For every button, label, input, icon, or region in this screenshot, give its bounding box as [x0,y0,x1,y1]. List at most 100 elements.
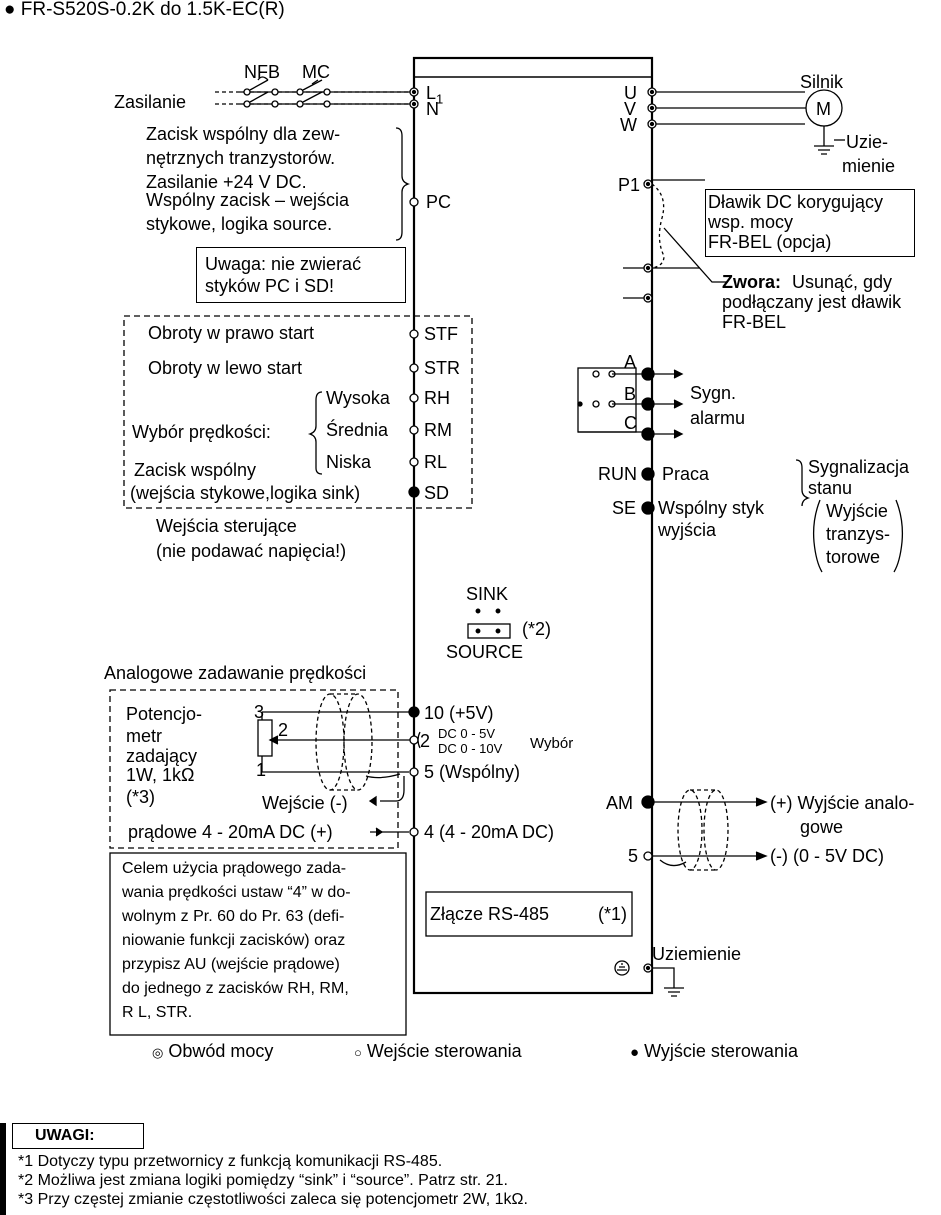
earth-terminal [614,960,684,997]
terminal-c-label: C [624,413,637,433]
terminal-rl-label: RL [424,452,448,472]
current-range-label: prądowe 4 - 20mA DC (+) [128,822,333,842]
jumper-pointer [663,227,728,283]
terminal-5-label: 5 (Wspólny) [424,762,521,782]
pc-desc-5: stykowe, logika source. [146,214,333,234]
potentiometer [257,711,410,773]
legend-power: ◎ Obwód mocy [152,1041,274,1061]
terminal-u-label: U [624,83,637,103]
pot-line-1: Potencjo- [126,704,203,724]
current-note-line: niowanie funkcji zacisków) oraz [122,932,346,949]
pc-warning-2: styków PC i SD! [205,276,335,296]
jumper-line-1: Usunąć, gdy [792,272,893,292]
terminal-b-label: B [624,384,637,404]
analog-terminals [408,706,421,837]
terminal-stf-label: STF [424,324,458,344]
reactor-lines [652,179,705,269]
output-terminal-icon: ● [630,1044,640,1061]
rs485-label: Złącze RS-485 [430,904,550,924]
terminal-n-label: N [426,99,439,119]
terminal-v-label: V [624,99,637,119]
transistor-label-a: Wyjście [826,501,888,521]
pot-line-4: 1W, 1kΩ [126,765,195,785]
terminal-l1-label: L1 [426,83,444,107]
jumper-dashed [651,183,665,269]
terminal-pc [409,197,419,207]
motor-label: Silnik [800,72,844,92]
note-2: *2 Możliwa jest zmiana logiki pomiędzy “… [18,1172,508,1189]
transistor-brace [812,499,823,573]
motor-earth [814,126,834,155]
analog-box [109,689,399,849]
page-header: ● FR-S520S-0.2K do 1.5K-EC(R) [4,0,285,20]
motor-lines [647,87,810,129]
legend-output: ● Wyjście sterowania [630,1041,798,1061]
note-1: *1 Dotyczy typu przetwornicy z funkcją k… [18,1153,443,1170]
inverter-body [412,56,654,995]
terminal-sd-label: SD [424,483,450,503]
alarm-contacts [577,367,648,433]
current-note-line: do jednego z zacisków RH, RM, [122,980,349,997]
current-note-line: przypisz AU (wejście prądowe) [122,956,340,973]
am-plus-label-a: (+) Wyjście analo- [770,793,915,813]
logic-note: (*2) [522,619,552,639]
sink-label: SINK [466,584,509,604]
run-desc: Praca [662,464,710,484]
pot-line-2: metr [126,726,162,746]
input-terminals [408,329,420,498]
terminal-w-label: W [620,115,637,135]
mc-contactor [296,79,331,108]
se-desc-b: wyjścia [658,520,717,540]
status-label-a: Sygnalizacja [808,457,910,477]
input-terminal-icon: ○ [354,1045,362,1060]
status-label-b: stanu [808,478,853,498]
control-input-box [123,315,473,509]
terminal-pc-label: PC [426,192,452,212]
terminal-rh-label: RH [424,388,450,408]
am-output [641,789,768,871]
supply-label: Zasilanie [114,92,187,112]
speed-select-label: Wybór prędkości: [132,422,271,442]
speed-low-label: Niska [326,452,372,472]
power-circuit-icon: ◎ [152,1045,164,1060]
nfb-label: NFB [244,62,280,82]
ground-label: Uziemienie [652,944,742,964]
control-inputs-label-b: (nie podawać napięcia!) [156,541,347,561]
rs485-note: (*1) [598,904,628,924]
transistor-label-b: tranzys- [826,524,891,544]
notes-bar [0,1123,6,1215]
speed-mid-label: Średnia [326,420,389,440]
mc-label: MC [302,62,330,82]
terminal-2-label: 2 [420,731,431,751]
alarm-label-a: Sygn. [690,383,737,403]
shield-cable [315,693,373,791]
pot-pin-3: 3 [254,702,265,722]
reactor-box: Dławik DC korygujący wsp. mocy FR-BEL (o… [705,189,915,257]
pc-desc-3: Zasilanie +24 V DC. [146,172,307,192]
current-note: Celem użycia prądowego zada- wania prędk… [110,853,406,1035]
current-note-box [109,852,407,1036]
dc-5v-option: DC 0 - 5V [438,726,496,741]
terminal-4-label: 4 (4 - 20mA DC) [424,822,555,842]
pc-desc-4: Wspólny zacisk – wejścia [146,190,350,210]
reactor-line-3: FR-BEL (opcja) [708,232,832,252]
terminal-rm-label: RM [424,420,452,440]
alarm-label-b: alarmu [690,408,746,428]
input-rev-label: Obroty w lewo start [148,358,303,378]
nfb-breaker [243,76,279,108]
pc-warning-1: Uwaga: nie zwierać [205,254,362,274]
am-plus-label-b: gowe [800,817,844,837]
current-input-line [368,795,377,807]
status-brace [795,459,811,507]
se-desc-a: Wspólny styk [658,498,765,518]
terminal-p1-label: P1 [618,175,641,195]
input-fwd-label: Obroty w prawo start [148,323,315,343]
logic-jumper [467,608,511,639]
current-input-label: Wejście (-) [262,793,348,813]
terminal-a-label: A [624,352,637,372]
speed-high-label: Wysoka [326,388,390,408]
current-note-line: wolnym z Pr. 60 do Pr. 63 (defi- [122,908,345,925]
pot-pin-2: 2 [278,720,289,740]
shield-drain [365,773,401,779]
